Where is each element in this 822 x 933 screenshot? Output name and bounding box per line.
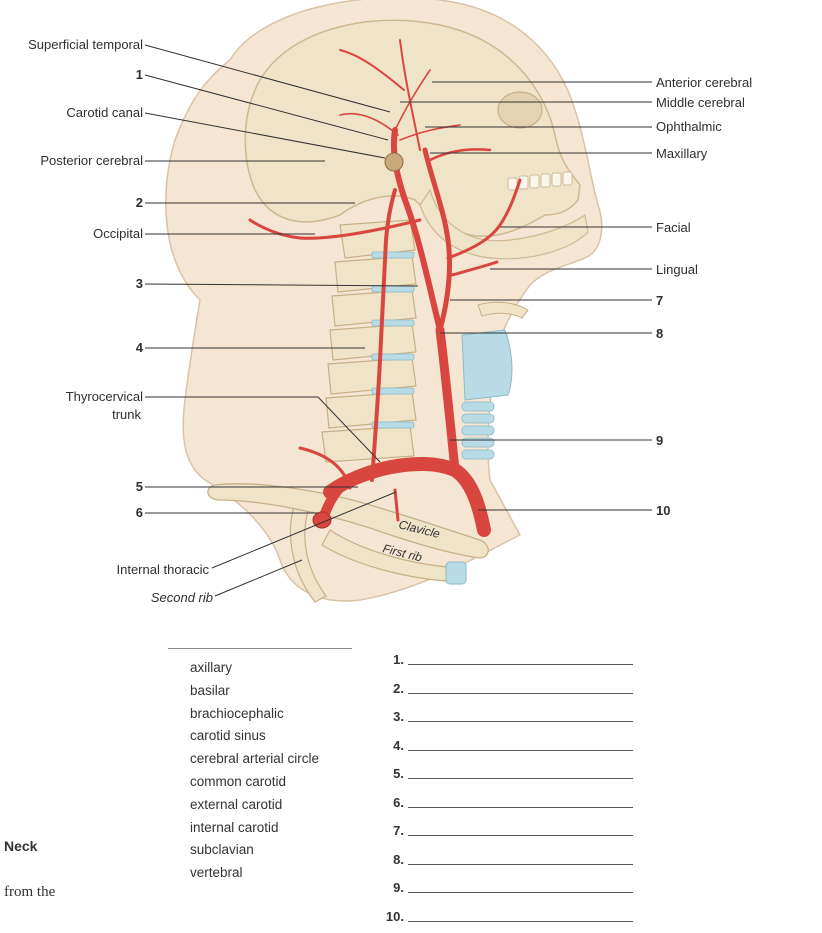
label-anterior-cerebral: Anterior cerebral (656, 75, 752, 90)
neck-arteries-diagram: Superficial temporal 1 Carotid canal Pos… (0, 0, 822, 620)
label-number-5: 5 (136, 479, 143, 494)
trachea-rings (462, 402, 494, 459)
answer-blank-3[interactable] (408, 721, 633, 722)
answer-blank-5[interactable] (408, 778, 633, 779)
answer-row: 8. (380, 848, 640, 877)
word-bank-term: subclavian (168, 839, 352, 862)
label-lingual: Lingual (656, 262, 698, 277)
word-bank: axillary basilar brachiocephalic carotid… (168, 648, 352, 885)
label-thyrocervical-line1: Thyrocervical (66, 389, 143, 404)
answer-list: 1. 2. 3. 4. 5. 6. 7. 8. 9. 10. (380, 648, 640, 933)
orbit (498, 92, 542, 128)
answer-number: 6. (380, 795, 404, 810)
label-internal-thoracic: Internal thoracic (117, 562, 210, 577)
side-text: from the (4, 884, 55, 901)
answer-row: 2. (380, 677, 640, 706)
word-bank-term: brachiocephalic (168, 703, 352, 726)
word-bank-term: internal carotid (168, 817, 352, 840)
word-bank-term: vertebral (168, 862, 352, 885)
label-number-2: 2 (136, 195, 143, 210)
label-number-9: 9 (656, 433, 663, 448)
label-middle-cerebral: Middle cerebral (656, 95, 745, 110)
label-number-8: 8 (656, 326, 663, 341)
word-bank-term: axillary (168, 657, 352, 680)
answer-number: 5. (380, 766, 404, 781)
answer-row: 7. (380, 819, 640, 848)
label-superficial-temporal: Superficial temporal (28, 37, 143, 52)
label-number-3: 3 (136, 276, 143, 291)
answer-blank-4[interactable] (408, 750, 633, 751)
answer-number: 7. (380, 823, 404, 838)
label-number-1: 1 (136, 67, 143, 82)
answer-row: 5. (380, 762, 640, 791)
answer-row: 10. (380, 905, 640, 933)
label-posterior-cerebral: Posterior cerebral (40, 153, 143, 168)
answer-number: 3. (380, 709, 404, 724)
label-second-rib: Second rib (151, 590, 213, 605)
label-ophthalmic: Ophthalmic (656, 119, 722, 134)
answer-row: 9. (380, 876, 640, 905)
label-number-7: 7 (656, 293, 663, 308)
answer-blank-10[interactable] (408, 921, 633, 922)
label-maxillary: Maxillary (656, 146, 708, 161)
costal-cartilage (446, 562, 466, 584)
side-heading: Neck (4, 838, 37, 854)
label-thyrocervical-line2: trunk (112, 407, 141, 422)
label-number-4: 4 (136, 340, 144, 355)
word-bank-term: carotid sinus (168, 725, 352, 748)
carotid-canal-marker (385, 153, 403, 171)
word-bank-term: common carotid (168, 771, 352, 794)
label-carotid-canal: Carotid canal (66, 105, 143, 120)
label-number-6: 6 (136, 505, 143, 520)
answer-blank-1[interactable] (408, 664, 633, 665)
answer-blank-9[interactable] (408, 892, 633, 893)
answer-row: 6. (380, 791, 640, 820)
word-bank-term: external carotid (168, 794, 352, 817)
answer-blank-7[interactable] (408, 835, 633, 836)
answer-number: 2. (380, 681, 404, 696)
answer-row: 3. (380, 705, 640, 734)
word-bank-term: cerebral arterial circle (168, 748, 352, 771)
answer-number: 1. (380, 652, 404, 667)
answer-blank-6[interactable] (408, 807, 633, 808)
answer-number: 9. (380, 880, 404, 895)
answer-blank-2[interactable] (408, 693, 633, 694)
label-number-10: 10 (656, 503, 670, 518)
word-bank-term: basilar (168, 680, 352, 703)
answer-blank-8[interactable] (408, 864, 633, 865)
answer-number: 4. (380, 738, 404, 753)
answer-row: 1. (380, 648, 640, 677)
answer-number: 10. (380, 909, 404, 924)
thyroid-cartilage (462, 330, 512, 400)
answer-row: 4. (380, 734, 640, 763)
label-facial: Facial (656, 220, 691, 235)
answer-number: 8. (380, 852, 404, 867)
label-occipital: Occipital (93, 226, 143, 241)
